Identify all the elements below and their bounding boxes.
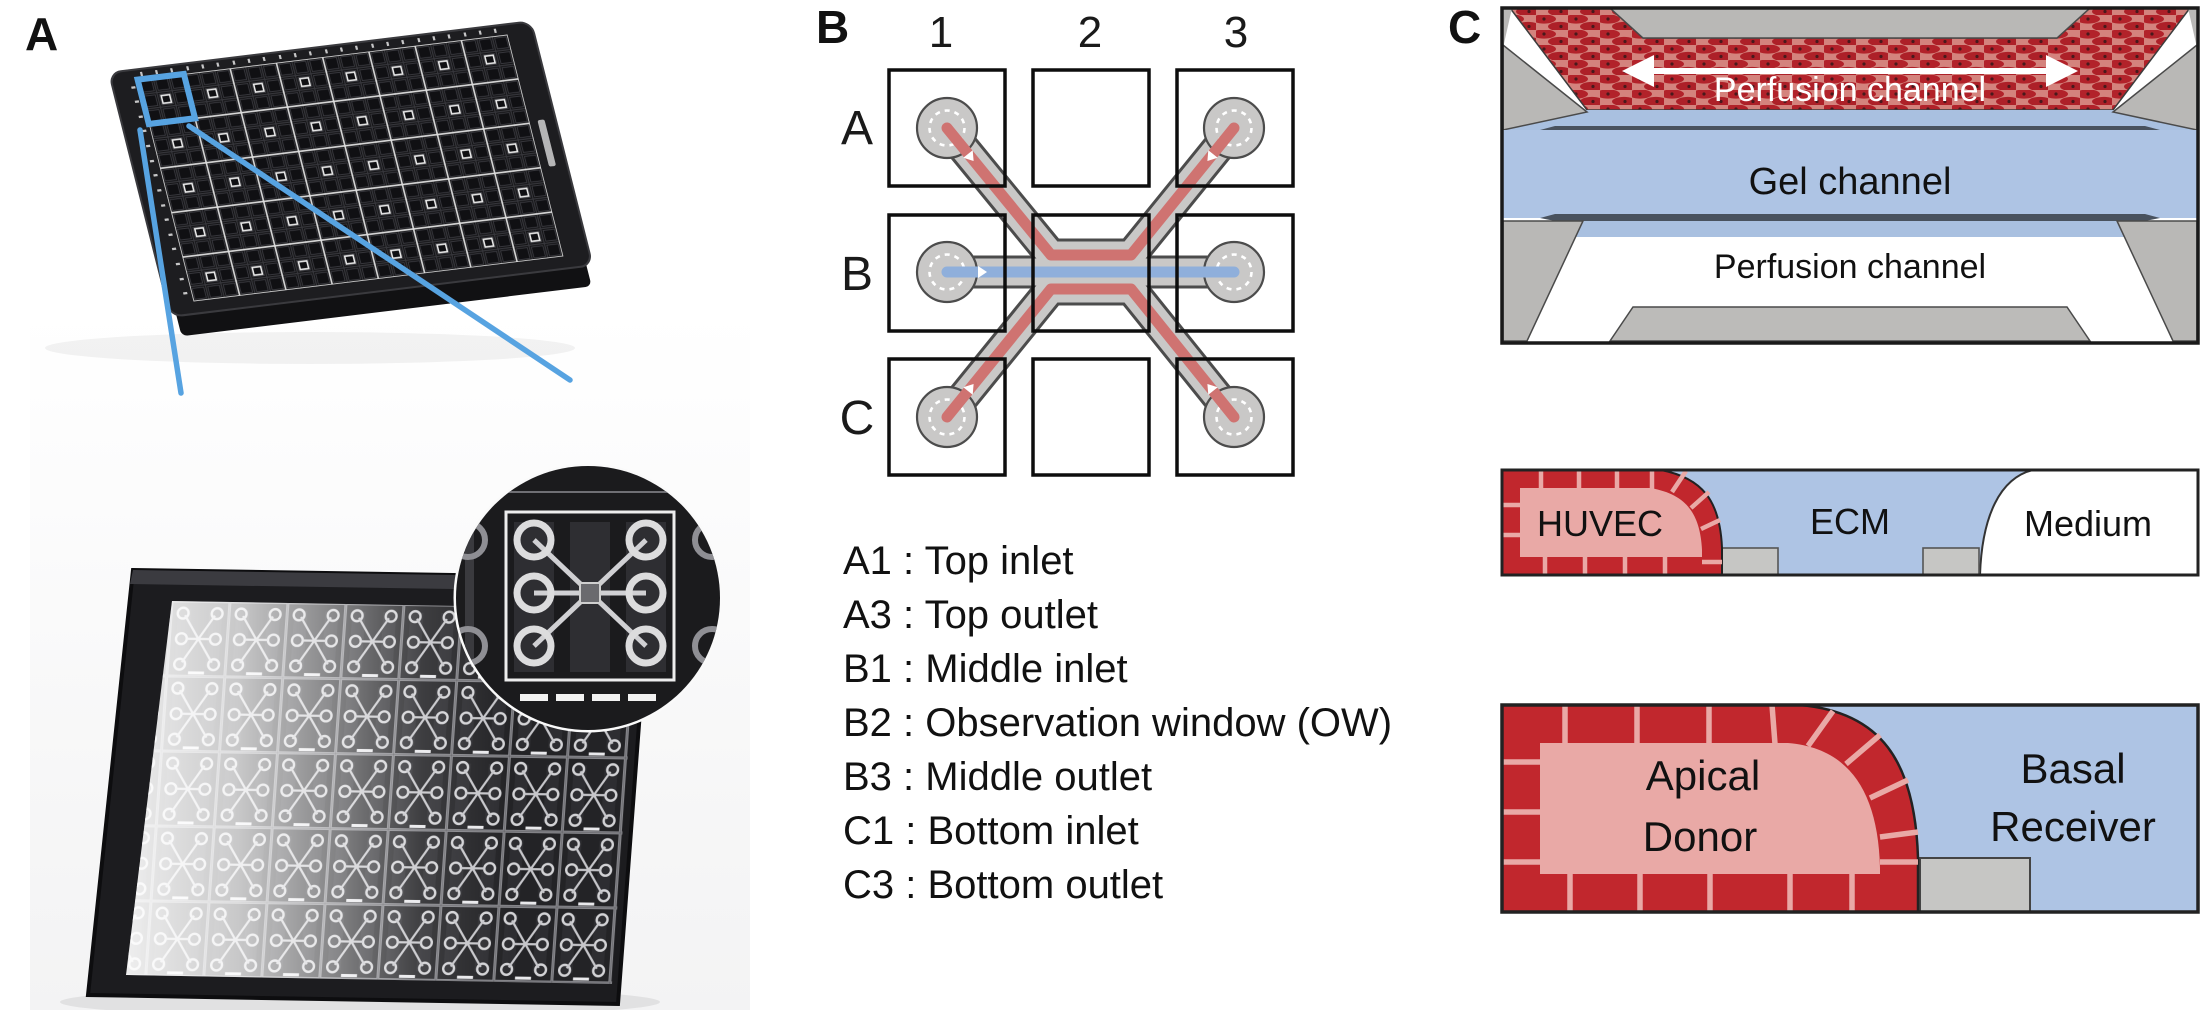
ecm-label: ECM	[1810, 501, 1890, 542]
well-b3	[1175, 213, 1295, 333]
column-label-3: 3	[1224, 8, 1248, 57]
assay-diagram: Apical Donor Basal Receiver	[1500, 703, 2200, 914]
arrowhead-left	[1622, 55, 1654, 87]
roof-wall	[1608, 7, 2092, 39]
cross-section-border	[1500, 6, 2200, 345]
panel-a-letter: A	[25, 8, 58, 60]
flow-arrow	[1622, 55, 2078, 87]
fluid-lines	[941, 122, 1240, 423]
top-plate-shadow	[45, 332, 575, 364]
column-label-1: 1	[929, 8, 953, 57]
well-a2	[1031, 68, 1151, 188]
cross-section-diagram: Perfusion channel Gel channel Perfusion …	[1500, 6, 2200, 345]
well-b1	[887, 213, 1007, 333]
legend-row: B1 : Middle inlet	[843, 647, 1128, 691]
gel-interface-top	[1503, 110, 2197, 130]
well-a1	[887, 68, 1007, 188]
flow-marks	[963, 150, 1218, 395]
channel-network	[915, 96, 1266, 449]
callout-line-left	[137, 127, 184, 396]
apical-label-line2: Donor	[1643, 813, 1757, 860]
panel-b: B 1 2 3 A B C	[816, 1, 1392, 907]
row-label-a: A	[841, 102, 873, 155]
floor-wall	[1608, 306, 2092, 342]
microplate-photo-top	[110, 21, 591, 336]
legend-row: A3 : Top outlet	[843, 593, 1098, 637]
column-label-2: 2	[1078, 8, 1102, 57]
right-corner-sliver	[2188, 8, 2197, 48]
huvec-cell-gaps	[1502, 469, 1722, 575]
huvec-label: HUVEC	[1537, 503, 1663, 544]
medium-meniscus-line	[1979, 469, 2034, 576]
basal-label-line2: Receiver	[1990, 803, 2156, 850]
legend-row: B3 : Middle outlet	[843, 755, 1152, 799]
well-legend: A1 : Top inlet A3 : Top outlet B1 : Midd…	[843, 539, 1392, 907]
well-c3	[1175, 357, 1295, 477]
bottom-perfusion-line	[941, 283, 1240, 423]
gel-channel-label: Gel channel	[1749, 161, 1952, 203]
medium-label: Medium	[2024, 503, 2152, 544]
well-grid	[887, 68, 1295, 477]
panel-c: C	[1448, 1, 2200, 914]
row-label-b: B	[841, 248, 873, 301]
plate-well-grid	[137, 34, 564, 302]
top-perfusion-line	[941, 122, 1240, 261]
culture-border	[1500, 468, 2200, 577]
bottom-perfusion-label: Perfusion channel	[1714, 248, 1986, 286]
panel-a: A	[25, 8, 750, 1010]
phaseguide-right	[1922, 547, 1980, 576]
gel-interface-bottom	[1503, 221, 2197, 237]
panel-b-letter: B	[816, 1, 849, 53]
callout-line-right	[186, 123, 573, 383]
huvec-lumen	[1520, 488, 1702, 557]
legend-row: C3 : Bottom outlet	[843, 863, 1163, 907]
legend-row: A1 : Top inlet	[843, 539, 1074, 583]
left-corner-sliver	[1503, 8, 1512, 48]
culture-diagram: HUVEC ECM Medium	[1500, 468, 2200, 577]
well-c1	[887, 357, 1007, 477]
arrowhead-right	[2046, 55, 2078, 87]
apical-lumen	[1540, 743, 1880, 874]
basal-label-line1: Basal	[2020, 745, 2125, 792]
top-perfusion-label: Perfusion channel	[1714, 71, 1986, 109]
well-a3	[1175, 68, 1295, 188]
highlighted-well-outline	[133, 70, 199, 128]
panel-c-letter: C	[1448, 1, 1481, 53]
plate-index-marks	[131, 28, 556, 295]
row-label-c: C	[840, 392, 875, 445]
apical-label-line1: Apical	[1646, 752, 1760, 799]
apical-cell-gaps	[1502, 704, 1919, 912]
phaseguide-block	[1919, 857, 2031, 913]
legend-row: B2 : Observation window (OW)	[843, 701, 1392, 745]
medium-region	[1980, 470, 2198, 575]
well-c2	[1031, 357, 1151, 477]
phaseguide-left	[1721, 547, 1779, 576]
membrane-line-bottom	[1540, 214, 2160, 221]
gel-channel-region	[1503, 130, 2197, 218]
callout-lines	[137, 123, 573, 396]
assay-border	[1500, 703, 2200, 914]
well-b2	[1031, 213, 1151, 333]
legend-row: C1 : Bottom inlet	[843, 809, 1139, 853]
